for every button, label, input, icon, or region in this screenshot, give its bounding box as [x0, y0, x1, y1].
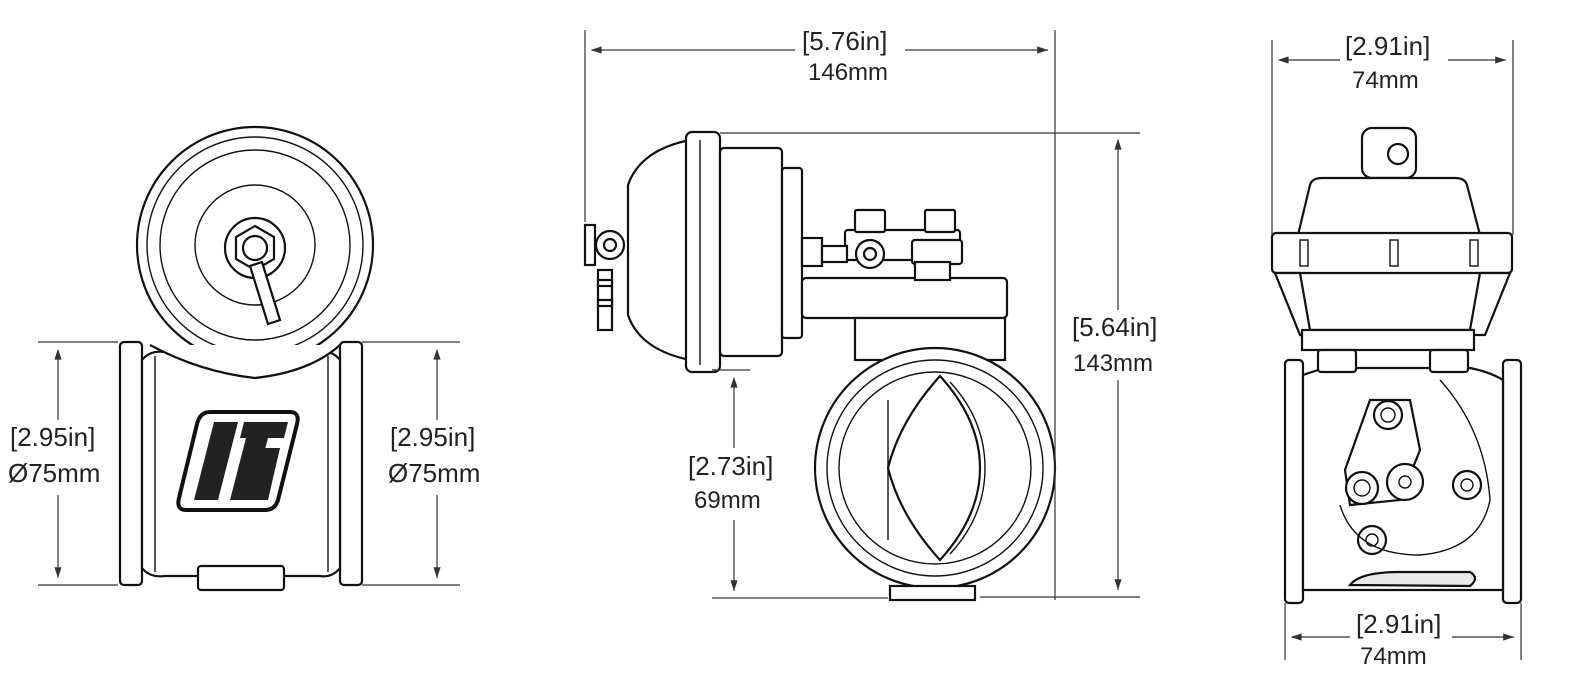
center-mm: 69mm: [694, 487, 761, 514]
width-mm: 146mm: [808, 59, 888, 86]
side-bottom-in: [2.91in]: [1356, 609, 1441, 639]
left-outlet-in: [2.95in]: [390, 422, 475, 452]
side-top-in: [2.91in]: [1345, 31, 1430, 61]
width-in: [5.76in]: [802, 26, 887, 56]
left-height-mm: Ø75mm: [8, 458, 100, 488]
logo: [176, 410, 300, 512]
height-mm: 143mm: [1073, 350, 1153, 377]
height-in: [5.64in]: [1072, 312, 1157, 342]
side-bottom-mm: 74mm: [1360, 643, 1427, 670]
front-view: [583, 30, 1140, 602]
left-height-in: [2.95in]: [10, 422, 95, 452]
side-view: [1270, 40, 1523, 660]
side-top-mm: 74mm: [1352, 67, 1419, 94]
center-in: [2.73in]: [688, 451, 773, 481]
left-outlet-mm: Ø75mm: [388, 458, 480, 488]
top-view: [38, 125, 460, 592]
